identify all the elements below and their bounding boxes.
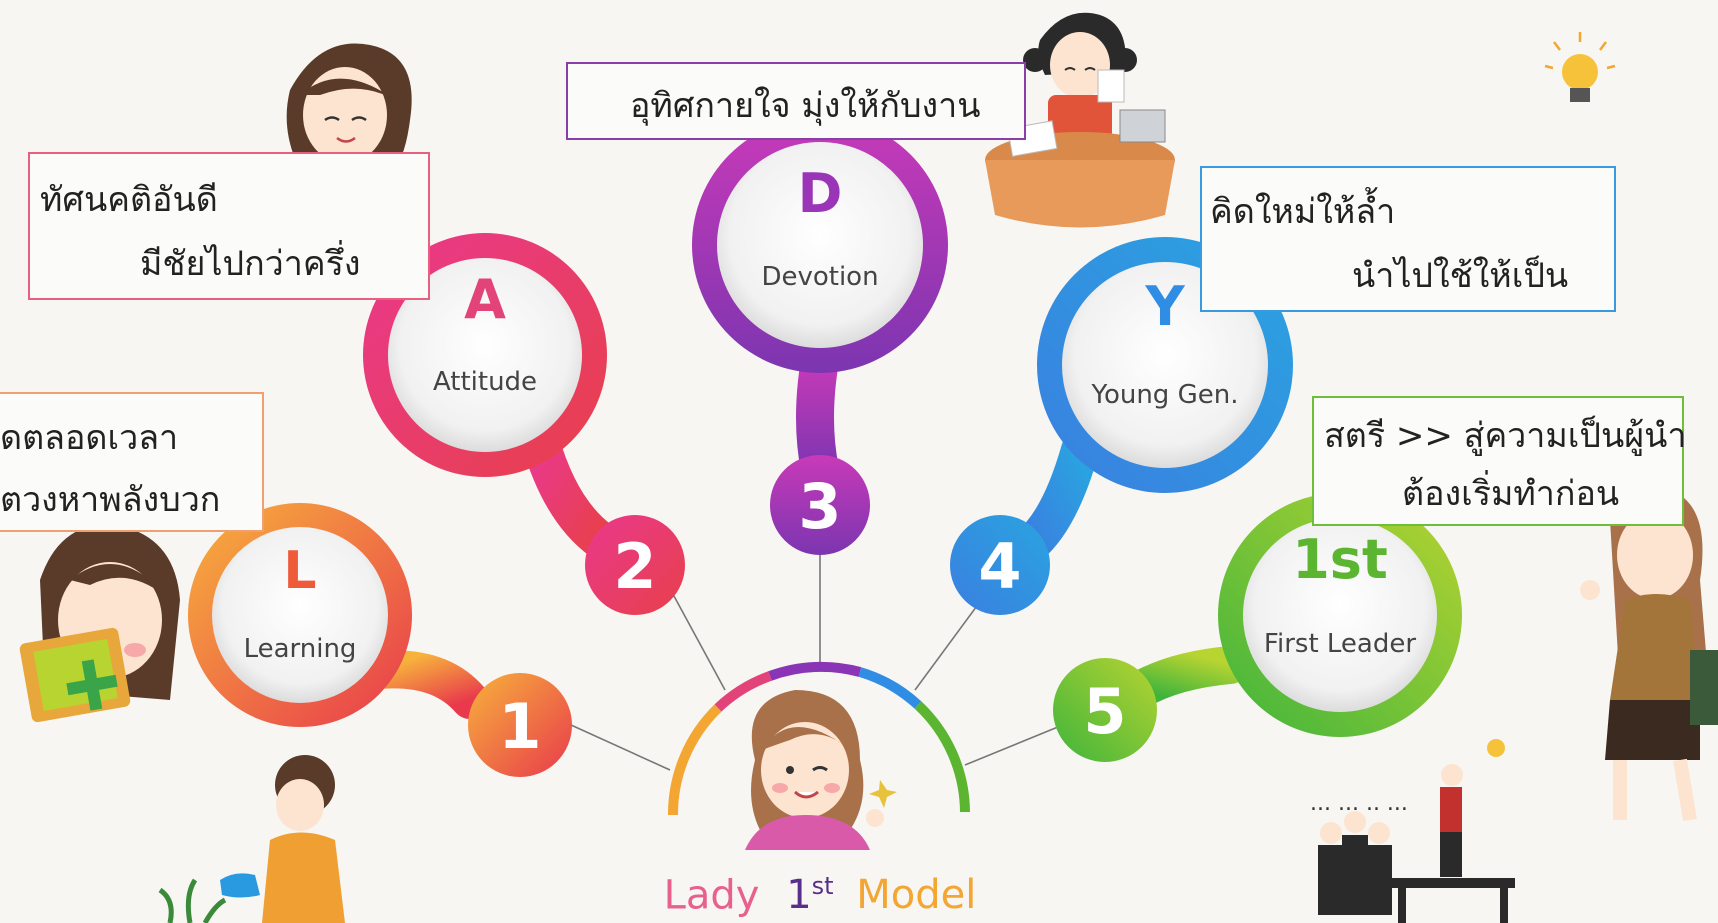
- lightbulb-icon: [1544, 32, 1616, 102]
- model-title-number: 1: [786, 872, 812, 919]
- number-drop-3: [770, 455, 870, 555]
- textbox-leader: สตรี >> สู่ความเป็นผู้นำ ต้องเริ่มทำก่อน: [1312, 396, 1687, 526]
- node-number-5: 5: [1083, 675, 1126, 748]
- number-drop-1: [468, 673, 572, 777]
- girl-reading-illustration: [19, 524, 180, 723]
- textbox-learning-line2: ตวงหาพลังบวก: [0, 480, 221, 520]
- node-learning: L Learning 1: [188, 503, 572, 777]
- model-title-word-lady: Lady: [663, 872, 760, 919]
- connector-lines: [559, 555, 1076, 771]
- connector-line-4: [914, 594, 986, 691]
- textbox-attitude-line2: มีชัยไปกว่าครึ่ง: [140, 244, 361, 284]
- node-letter-first-leader: 1st: [1292, 528, 1388, 591]
- model-title: Lady 1st Model: [0, 872, 1640, 918]
- hub-arc-purple: [768, 661, 862, 681]
- node-number-3: 3: [798, 470, 841, 543]
- number-drop-4: [950, 515, 1050, 615]
- hub-arc-green: [914, 701, 970, 813]
- model-title-word-model: Model: [856, 872, 977, 919]
- number-drop-2: [585, 515, 685, 615]
- node-letter-attitude: A: [464, 268, 506, 331]
- hub-arc-orange: [667, 704, 722, 816]
- textbox-leader-line2: ต้องเริ่มทำก่อน: [1402, 474, 1620, 514]
- node-word-learning: Learning: [244, 634, 357, 664]
- hub-arc-blue: [858, 667, 922, 709]
- connector-line-1: [559, 719, 671, 771]
- node-letter-learning: L: [283, 541, 316, 601]
- businesswoman-pointing-illustration: [1580, 490, 1718, 822]
- textbox-young-line2: นำไปใช้ให้เป็น: [1352, 256, 1569, 296]
- node-inner-young-gen: [1062, 262, 1268, 468]
- woman-watering-illustration: [158, 755, 345, 923]
- node-inner-devotion: [717, 142, 923, 348]
- node-letter-devotion: D: [798, 162, 843, 225]
- hub-arc-pink: [714, 671, 772, 712]
- node-inner-first-leader: [1243, 518, 1437, 712]
- textbox-leader-line1: สตรี >> สู่ความเป็นผู้นำ: [1324, 416, 1687, 456]
- number-drop-5: [1053, 658, 1157, 762]
- node-word-attitude: Attitude: [433, 367, 537, 397]
- textbox-attitude-line1: ทัศนคติอันดี: [40, 180, 218, 220]
- node-word-devotion: Devotion: [761, 262, 878, 292]
- connector-line-2: [667, 584, 726, 691]
- textbox-devotion-line1: อุทิศกายใจ มุ่งให้กับงาน: [630, 86, 981, 126]
- textbox-learning: ุดตลอดเวลา ตวงหาพลังบวก: [0, 392, 264, 532]
- node-first-leader: 1st First Leader 5: [1053, 493, 1462, 762]
- model-title-ordinal: st: [811, 872, 834, 900]
- node-inner-learning: [212, 527, 388, 703]
- textbox-devotion: อุทิศกายใจ มุ่งให้กับงาน: [566, 62, 1026, 140]
- node-number-1: 1: [498, 690, 541, 763]
- textbox-attitude: ทัศนคติอันดี มีชัยไปกว่าครึ่ง: [28, 152, 430, 300]
- node-word-young-gen: Young Gen.: [1091, 380, 1239, 410]
- node-inner-attitude: [388, 258, 582, 452]
- textbox-young: คิดใหม่ให้ล้ำ นำไปใช้ให้เป็น: [1200, 166, 1616, 312]
- node-devotion: D Devotion 3: [692, 117, 948, 555]
- girl-desk-illustration: [985, 12, 1175, 228]
- node-word-first-leader: First Leader: [1264, 629, 1416, 659]
- center-girl-illustration: [745, 690, 897, 850]
- speaker-with-team-illustration: ... ... .. ...: [1310, 739, 1515, 923]
- node-number-4: 4: [978, 530, 1021, 603]
- node-letter-young-gen: Y: [1144, 275, 1185, 338]
- center-hub: [667, 661, 970, 850]
- node-number-2: 2: [613, 530, 656, 603]
- textbox-young-line1: คิดใหม่ให้ล้ำ: [1210, 192, 1396, 232]
- textbox-learning-line1: ุดตลอดเวลา: [0, 418, 179, 458]
- dots-text: ... ... .. ...: [1310, 791, 1408, 816]
